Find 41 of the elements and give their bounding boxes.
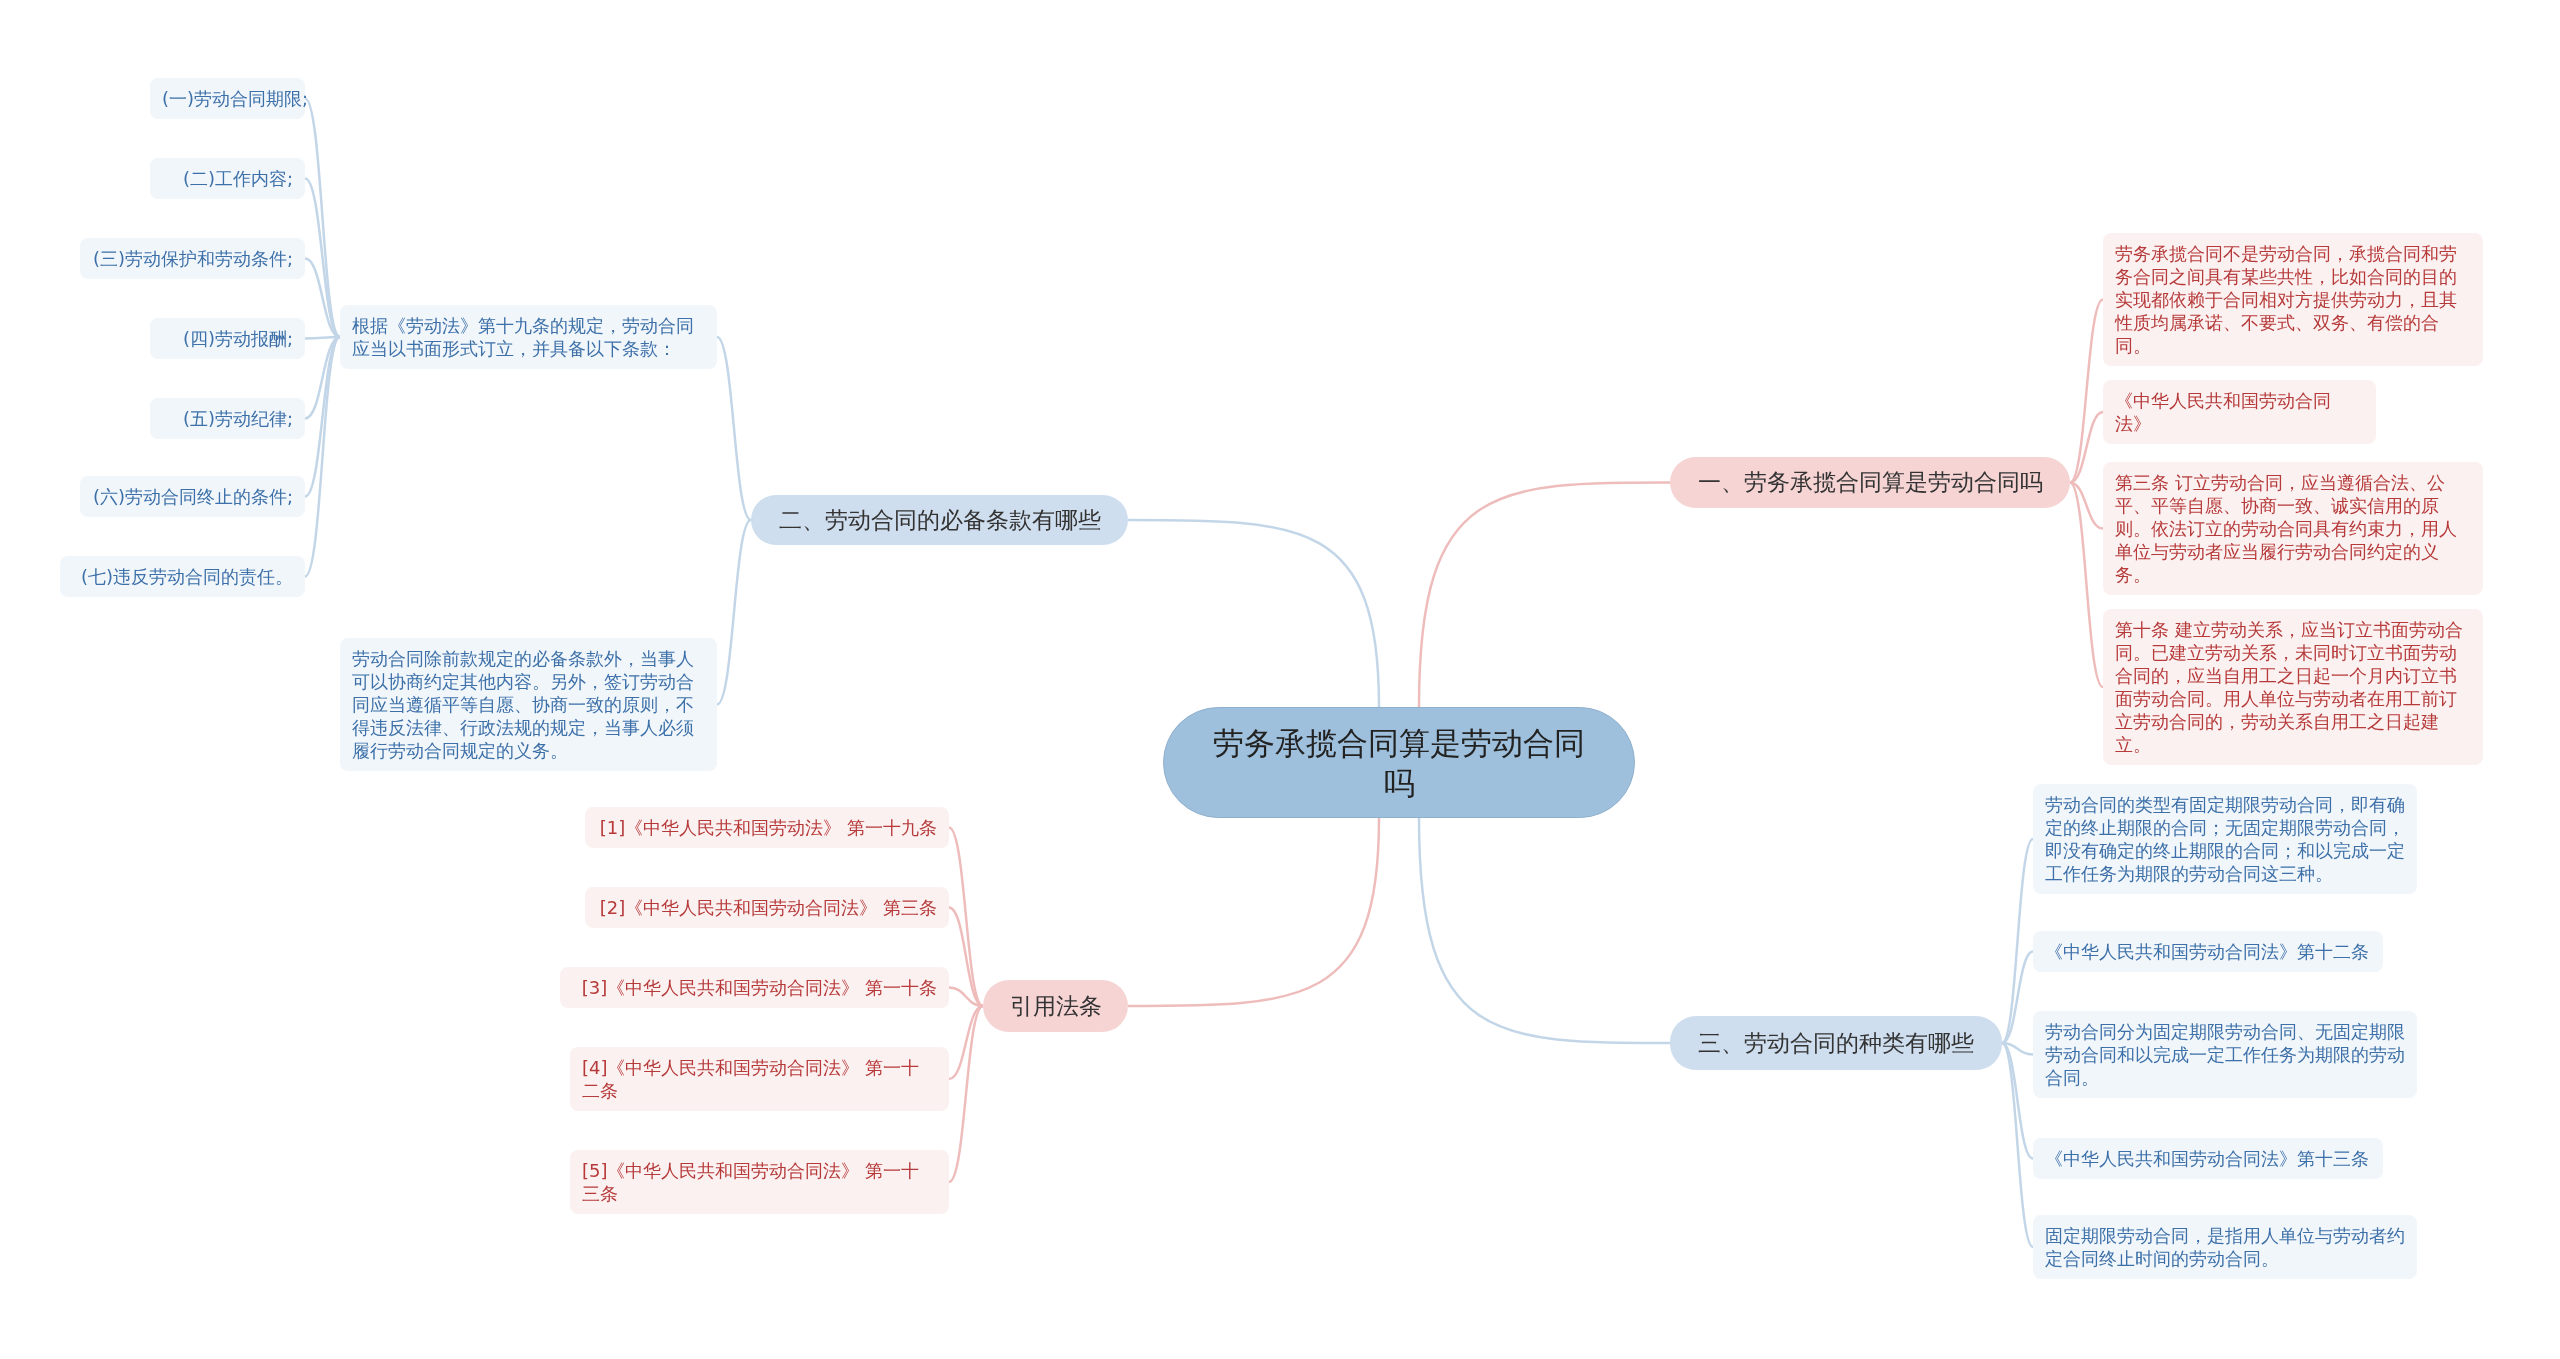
topic-card: 劳动合同分为固定期限劳动合同、无固定期限劳动合同和以完成一定工作任务为期限的劳动合同。 [2033,1011,2417,1098]
branch-topic: 二、劳动合同的必备条款有哪些 [751,495,1128,545]
topic-card: 劳务承揽合同不是劳动合同，承揽合同和劳务合同之间具有某些共性，比如合同的目的实现都依赖于合同相对方提供劳动力，且其性质均属承诺、不要式、双务、有偿的合同。 [2103,233,2483,366]
topic-card: 第三条 订立劳动合同，应当遵循合法、公平、平等自愿、协商一致、诚实信用的原则。依法订立的劳动合同具有约束力，用人单位与劳动者应当履行劳动合同约定的义务。 [2103,462,2483,595]
connector-line [2069,481,2104,688]
connector-line [948,826,984,1007]
topic-card: (一)劳动合同期限; [150,78,305,119]
connector-line [948,1005,984,1183]
topic-card: (四)劳动报酬; [150,318,305,359]
topic-card: 根据《劳动法》第十九条的规定，劳动合同应当以书面形式订立，并具备以下条款： [340,305,717,369]
topic-card: 《中华人民共和国劳动合同法》第十三条 [2033,1138,2383,1179]
connector-line [1128,518,1381,708]
topic-card: 劳动合同除前款规定的必备条款外，当事人可以协商约定其他内容。另外，签订劳动合同应当遵循平等自愿、协商一致的原则，不得违反法律、行政法规的规定，当事人必须履行劳动合同规定的义务。 [340,638,717,771]
connector-line [1417,481,1670,708]
topic-card: (三)劳动保护和劳动条件; [80,238,305,279]
topic-card: 《中华人民共和国劳动合同法》第十二条 [2033,931,2383,972]
connector-line [2001,1042,2034,1248]
branch-topic: 三、劳动合同的种类有哪些 [1670,1016,2002,1070]
topic-card: (二)工作内容; [150,158,305,199]
connector-line [1128,817,1381,1008]
connector-line [716,336,752,521]
topic-card: [3]《中华人民共和国劳动合同法》 第一十条 [560,967,949,1008]
topic-card: [4]《中华人民共和国劳动合同法》 第一十二条 [570,1047,949,1111]
branch-topic: 一、劳务承揽合同算是劳动合同吗 [1670,457,2070,508]
topic-card: (六)劳动合同终止的条件; [80,476,305,517]
connector-line [2069,410,2104,484]
topic-card: [2]《中华人民共和国劳动合同法》 第三条 [585,887,949,928]
topic-card: (五)劳动纪律; [150,398,305,439]
topic-card: [1]《中华人民共和国劳动法》 第一十九条 [585,807,949,848]
connector-line [304,336,341,578]
topic-card: [5]《中华人民共和国劳动合同法》 第一十三条 [570,1150,949,1214]
topic-card: 《中华人民共和国劳动合同法》 [2103,380,2376,444]
connector-line [716,519,752,706]
topic-card: (七)违反劳动合同的责任。 [60,556,305,597]
topic-card: 第十条 建立劳动关系，应当订立书面劳动合同。已建立劳动关系，未同时订立书面劳动合同的，应当自用工之日起一个月内订立书面劳动合同。用人单位与劳动者在用工前订立劳动合同的，劳动关系自用工之日起建立。 [2103,609,2483,765]
connector-line [1417,817,1670,1045]
connector-line [2069,298,2104,484]
topic-card: 固定期限劳动合同，是指用人单位与劳动者约定合同终止时间的劳动合同。 [2033,1215,2417,1279]
central-topic: 劳务承揽合同算是劳动合同吗 [1163,707,1635,818]
branch-topic: 引用法条 [983,980,1128,1032]
topic-card: 劳动合同的类型有固定期限劳动合同，即有确定的终止期限的合同；无固定期限劳动合同，即没有确定的终止期限的合同；和以完成一定工作任务为期限的劳动合同这三种。 [2033,784,2417,894]
